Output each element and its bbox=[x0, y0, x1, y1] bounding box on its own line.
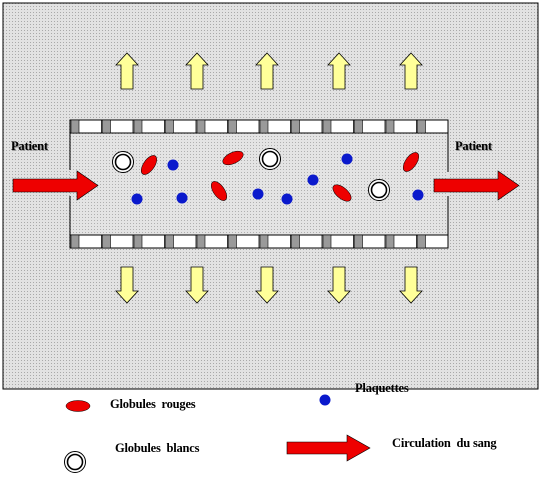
filtration-down-arrows bbox=[115, 266, 423, 304]
platelet bbox=[176, 192, 188, 204]
membrane-pore bbox=[385, 119, 395, 134]
legend-white-cells-label: Globules blancs bbox=[115, 441, 200, 455]
legend-platelet-icon bbox=[319, 394, 331, 406]
membrane-pore bbox=[228, 234, 237, 249]
membrane-pore bbox=[102, 119, 111, 134]
filtration-up-arrows bbox=[115, 52, 423, 90]
platelet bbox=[412, 189, 424, 201]
membrane-pore bbox=[102, 234, 111, 249]
flow-arrow-out bbox=[433, 170, 520, 201]
platelet bbox=[307, 174, 319, 186]
yellow-up-arrow-icon bbox=[399, 52, 423, 90]
yellow-up-arrow-icon bbox=[255, 52, 279, 90]
membrane-pore bbox=[133, 234, 143, 249]
red-blood-cell bbox=[210, 181, 228, 201]
flow-arrow-in bbox=[12, 170, 99, 201]
blood-cells bbox=[112, 148, 424, 205]
yellow-down-arrow-icon bbox=[255, 266, 279, 304]
membrane-pore bbox=[322, 119, 332, 134]
membrane-bottom bbox=[69, 234, 449, 249]
tube-interior bbox=[70, 132, 448, 235]
yellow-down-arrow-icon bbox=[327, 266, 351, 304]
yellow-up-arrow-icon bbox=[115, 52, 139, 90]
platelet bbox=[252, 188, 264, 200]
membrane-pore bbox=[417, 119, 426, 134]
membrane-pore bbox=[417, 234, 426, 249]
legend-platelets-label: Plaquettes bbox=[355, 381, 409, 395]
legend-circulation-label: Circulation du sang bbox=[392, 436, 497, 450]
red-blood-cell bbox=[332, 184, 352, 202]
legend-red-cell-icon bbox=[65, 400, 91, 412]
platelet bbox=[341, 153, 353, 165]
membrane-pore bbox=[165, 119, 174, 134]
membrane-pore bbox=[291, 234, 300, 249]
membrane-pore bbox=[354, 234, 363, 249]
yellow-down-arrow-icon bbox=[185, 266, 209, 304]
white-blood-cell bbox=[259, 148, 281, 170]
membrane-pore bbox=[354, 119, 363, 134]
membrane-pore bbox=[259, 119, 269, 134]
membrane-top bbox=[69, 119, 449, 134]
membrane-pore bbox=[70, 234, 80, 249]
membrane-pore bbox=[196, 234, 206, 249]
legend-red-cells-label: Globules rouges bbox=[110, 397, 196, 411]
membrane-pore bbox=[259, 234, 269, 249]
legend-white-cell-icon bbox=[64, 451, 86, 473]
membrane-pore bbox=[70, 119, 80, 134]
membrane-pore bbox=[385, 234, 395, 249]
membrane-pore bbox=[196, 119, 206, 134]
patient-in-label: Patient bbox=[11, 139, 48, 153]
legend-circulation-arrow-icon bbox=[286, 434, 371, 462]
membrane-pore bbox=[322, 234, 332, 249]
yellow-up-arrow-icon bbox=[327, 52, 351, 90]
white-blood-cell bbox=[112, 151, 134, 173]
patient-out-label: Patient bbox=[455, 139, 492, 153]
platelet bbox=[167, 159, 179, 171]
yellow-down-arrow-icon bbox=[115, 266, 139, 304]
yellow-down-arrow-icon bbox=[399, 266, 423, 304]
red-blood-cell bbox=[222, 150, 244, 166]
membrane-pore bbox=[228, 119, 237, 134]
membrane-pore bbox=[291, 119, 300, 134]
membrane-pore bbox=[165, 234, 174, 249]
red-blood-cell bbox=[140, 155, 158, 175]
platelet bbox=[281, 193, 293, 205]
yellow-up-arrow-icon bbox=[185, 52, 209, 90]
white-blood-cell bbox=[368, 179, 390, 201]
red-blood-cell bbox=[402, 152, 420, 172]
platelet bbox=[131, 193, 143, 205]
membrane-pore bbox=[133, 119, 143, 134]
